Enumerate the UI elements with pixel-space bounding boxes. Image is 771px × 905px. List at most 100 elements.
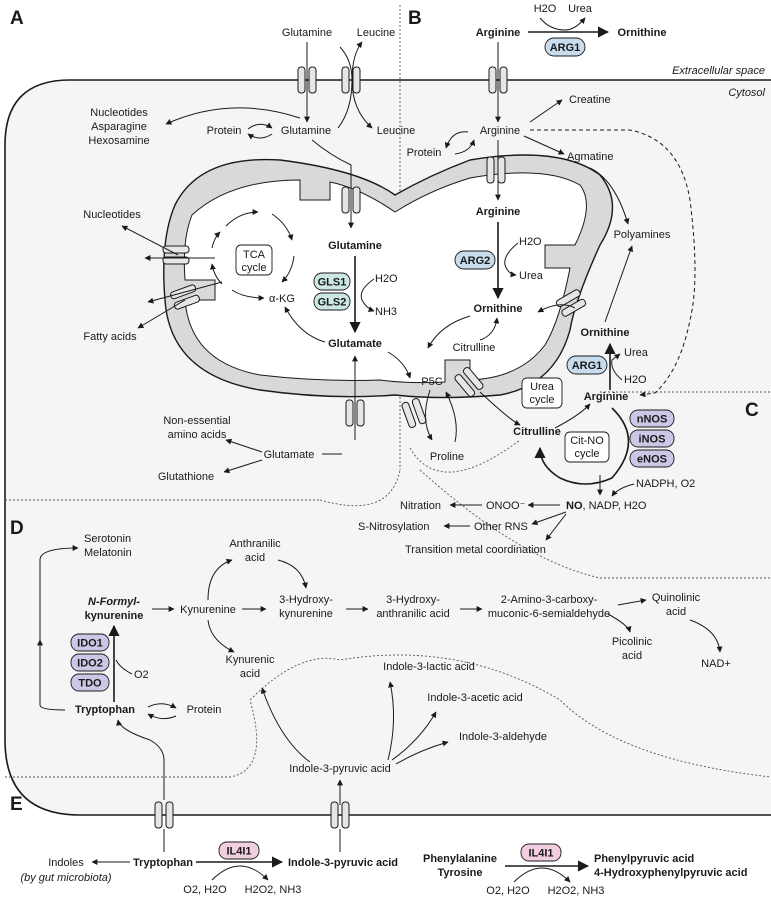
- no-nadp-h2o-row: NO, NADP, H2O: [566, 500, 647, 512]
- tryptophan-e: Tryptophan: [133, 857, 193, 869]
- glutathione-label: Glutathione: [158, 471, 214, 483]
- enos-label: eNOS: [637, 454, 667, 466]
- h2o2-nh3-b-label: H2O2, NH3: [548, 885, 605, 897]
- cit-no-cycle-box: [564, 431, 610, 463]
- n-formyl-line2: kynurenine: [85, 610, 144, 622]
- nad-label: NAD+: [701, 658, 731, 670]
- h2o-a: H2O: [375, 273, 398, 285]
- tca-label: TCA: [243, 249, 266, 261]
- ornithine-cytosol: Ornithine: [581, 327, 630, 339]
- arg1-top-label: ARG1: [550, 42, 581, 54]
- kynurenic-line2: acid: [240, 668, 260, 680]
- h2o-top: H2O: [534, 3, 557, 15]
- kynurenic-line1: Kynurenic: [226, 654, 275, 666]
- asparagine-label: Asparagine: [91, 121, 147, 133]
- proline-label: Proline: [430, 451, 464, 463]
- tca-cycle-box: [235, 244, 273, 276]
- picolinic-line1: Picolinic: [612, 636, 653, 648]
- il4i1-b-enzyme: [520, 843, 562, 862]
- s-nitrosylation-label: S-Nitrosylation: [358, 521, 430, 533]
- agmatine-label: Agmatine: [567, 151, 613, 163]
- fatty-acids-label: Fatty acids: [83, 331, 137, 343]
- il4i1-b-label: IL4I1: [528, 848, 553, 860]
- o2-d-label: O2: [134, 669, 149, 681]
- indole-lactic-label: Indole-3-lactic acid: [383, 661, 475, 673]
- ido1-label: IDO1: [77, 638, 103, 650]
- p5c-label: P5C: [421, 376, 442, 388]
- tdo-enzyme: [70, 673, 110, 692]
- enos-enzyme: [629, 449, 675, 468]
- o2-h2o-b-label: O2, H2O: [486, 885, 530, 897]
- panel-e-label: E: [10, 794, 23, 815]
- cit-no-line2: cycle: [574, 448, 599, 460]
- hydroxykynurenine-line2: kynurenine: [279, 608, 333, 620]
- panel-c: nNOS iNOS eNOS Cit-NO cycle NADPH, O2 Ni…: [358, 407, 695, 556]
- h2o2-nh3-a-label: H2O2, NH3: [245, 884, 302, 896]
- glutamine-mito: Glutamine: [328, 240, 382, 252]
- alpha-kg-label: α-KG: [269, 293, 295, 305]
- panel-a-label: A: [10, 8, 24, 29]
- hydroxykynurenine-line1: 3-Hydroxy-: [279, 594, 333, 606]
- amino-carboxy-line1: 2-Amino-3-carboxy-: [501, 594, 598, 606]
- indole-pyruvic-e: Indole-3-pyruvic acid: [288, 857, 398, 869]
- urea-arg2: Urea: [519, 270, 544, 282]
- panel-b-label: B: [408, 8, 422, 29]
- urea-top: Urea: [568, 3, 593, 15]
- n-formyl-line1: N-Formyl-: [88, 596, 140, 608]
- panel-d-label: D: [10, 518, 24, 539]
- anthranilic-line2: acid: [245, 552, 265, 564]
- citrulline-mito: Citrulline: [453, 342, 496, 354]
- nnos-label: nNOS: [637, 414, 668, 426]
- ornithine-extracellular: Ornithine: [618, 27, 667, 39]
- tyrosine-label: Tyrosine: [437, 867, 482, 879]
- onoo-label: ONOO⁻: [486, 500, 526, 512]
- glutamine-extracellular: Glutamine: [282, 27, 332, 39]
- inos-enzyme: [629, 429, 675, 448]
- glutamine-cytosol: Glutamine: [281, 125, 331, 137]
- gls1-enzyme: [313, 272, 351, 291]
- phenylalanine-label: Phenylalanine: [423, 853, 497, 865]
- cit-no-line1: Cit-NO: [570, 435, 604, 447]
- arginine-mito: Arginine: [476, 206, 521, 218]
- arg1-cyt-label: ARG1: [572, 360, 603, 372]
- urea-cycle-line2: cycle: [529, 394, 554, 406]
- hydroxyanthranilic-line1: 3-Hydroxy-: [386, 594, 440, 606]
- indoles-label: Indoles: [48, 857, 84, 869]
- indole-acetic-label: Indole-3-acetic acid: [427, 692, 522, 704]
- kynurenine-label: Kynurenine: [180, 604, 236, 616]
- ido2-enzyme: [70, 653, 110, 672]
- other-rns-label: Other RNS: [474, 521, 528, 533]
- gls2-enzyme: [313, 292, 351, 311]
- leucine-extracellular: Leucine: [357, 27, 396, 39]
- urea-cyt: Urea: [624, 347, 649, 359]
- citrulline-c: Citrulline: [513, 426, 561, 438]
- nitration-label: Nitration: [400, 500, 441, 512]
- tryptophan-d: Tryptophan: [75, 704, 135, 716]
- arg2-enzyme: [454, 250, 496, 270]
- ido1-enzyme: [70, 633, 110, 652]
- nnos-enzyme: [629, 409, 675, 428]
- cytosol-label: Cytosol: [728, 87, 765, 99]
- non-essential-label: Non-essential: [163, 415, 230, 427]
- nucleotides-mito-label: Nucleotides: [83, 209, 141, 221]
- phenylpyruvic-label: Phenylpyruvic acid: [594, 853, 694, 865]
- arg1-cyt-enzyme: [566, 355, 608, 375]
- glutamate-mito: Glutamate: [328, 338, 382, 350]
- indole-aldehyde-label: Indole-3-aldehyde: [459, 731, 547, 743]
- ido2-label: IDO2: [77, 658, 103, 670]
- urea-cycle-box: [521, 377, 563, 409]
- glutamate-cytosol: Glutamate: [264, 449, 315, 461]
- nadp-h2o-label: , NADP, H2O: [583, 500, 647, 512]
- arg2-label: ARG2: [460, 255, 491, 267]
- leucine-cytosol: Leucine: [377, 125, 416, 137]
- hydroxyphenylpyruvic-label: 4-Hydroxyphenylpyruvic acid: [594, 867, 747, 879]
- arginine-extracellular: Arginine: [476, 27, 521, 39]
- arg1-top-enzyme: [544, 37, 586, 57]
- divider-de: [5, 654, 771, 778]
- indole-pyruvic-d: Indole-3-pyruvic acid: [289, 763, 391, 775]
- protein-d: Protein: [187, 704, 222, 716]
- protein-a: Protein: [207, 125, 242, 137]
- melatonin-label: Melatonin: [84, 547, 132, 559]
